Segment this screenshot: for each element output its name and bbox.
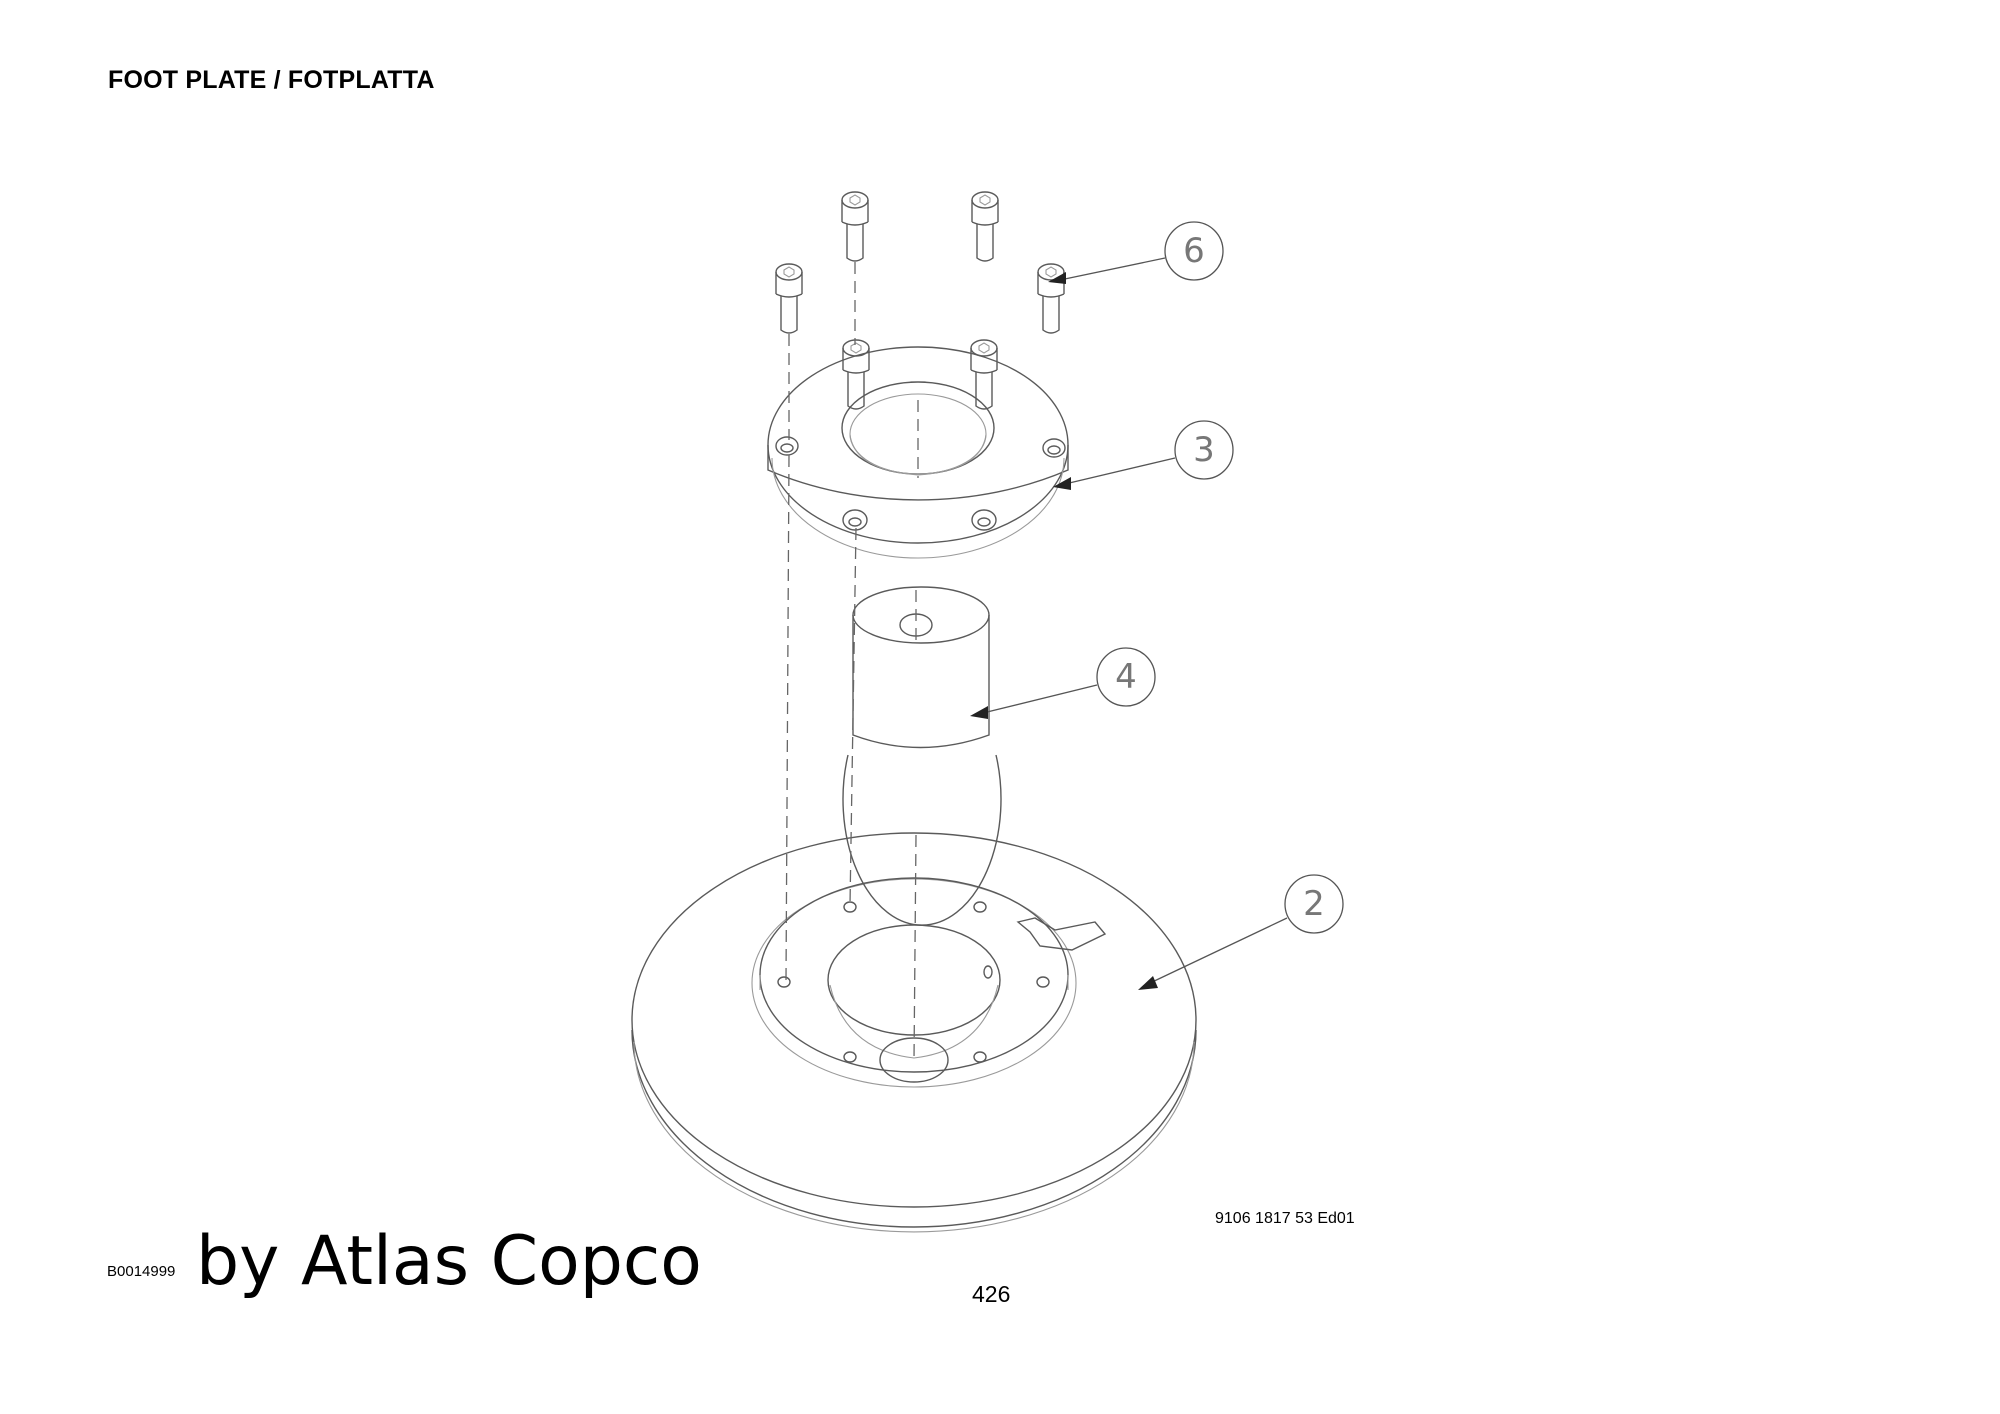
callout-label-6: 6: [1183, 231, 1205, 271]
callout-label-4: 4: [1115, 657, 1137, 697]
callout-label-2: 2: [1303, 884, 1325, 924]
screw: [842, 339, 870, 410]
screw: [1037, 263, 1065, 334]
drawing-number: 9106 1817 53 Ed01: [1215, 1210, 1355, 1227]
screw: [970, 339, 998, 410]
watermark: by Atlas Copco: [196, 1222, 702, 1301]
callout-2: 2: [1138, 874, 1344, 990]
callout-3: 3: [1053, 420, 1234, 490]
page-title: FOOT PLATE / FOTPLATTA: [108, 66, 435, 94]
callout-4: 4: [970, 647, 1156, 719]
foot-plate-part: [631, 832, 1197, 1233]
alignment-lines: [785, 262, 919, 1061]
screw: [971, 191, 999, 262]
screw: [841, 191, 869, 262]
image-id: B0014999: [107, 1263, 176, 1280]
ball-joint-part: [842, 586, 1002, 926]
callout-label-3: 3: [1193, 430, 1215, 470]
page-number: 426: [972, 1281, 1011, 1307]
screw: [775, 263, 803, 334]
flange-plate-part: [767, 346, 1069, 559]
screw-set: [775, 191, 1065, 410]
callout-6: 6: [1048, 221, 1224, 284]
